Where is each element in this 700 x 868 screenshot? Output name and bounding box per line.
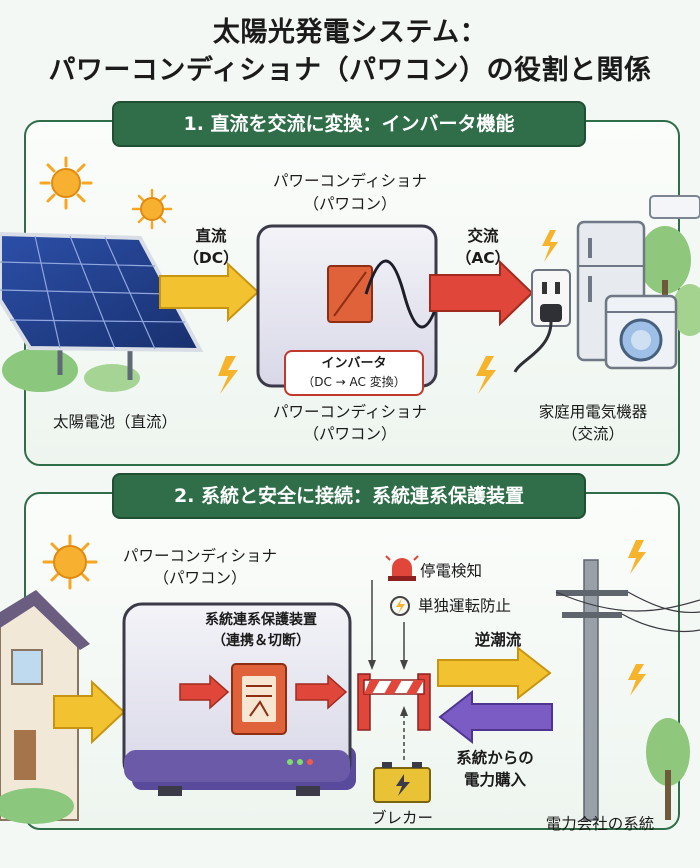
lightning-icon xyxy=(628,540,646,574)
utility-pole-icon xyxy=(555,559,700,821)
pcs2-label-1: パワーコンディショナ xyxy=(123,547,277,565)
inverter-callout-sub: （DC → AC 変換） xyxy=(302,375,406,389)
section1-heading: 1. 直流を交流に変換：インバータ機能 xyxy=(112,101,586,147)
page-title-line1: 太陽光発電システム： xyxy=(212,17,488,48)
utility-grid-label: 電力会社の系統 xyxy=(545,815,655,833)
reverse-flow-arrow xyxy=(437,645,552,701)
dc-label-2: （DC） xyxy=(183,249,239,267)
dc-label-1: 直流 xyxy=(195,227,227,245)
lightning-circle-icon xyxy=(390,596,410,616)
dc-arrow xyxy=(159,261,260,323)
house-icon xyxy=(0,590,90,821)
ac-label-2: （AC） xyxy=(455,249,511,267)
page-title-line2: パワーコンディショナ（パワコン）の役割と関係 xyxy=(48,55,652,86)
internal-arrow xyxy=(295,674,348,710)
sun-icon xyxy=(39,156,93,210)
lightning-icon xyxy=(628,664,646,696)
purchase-arrow xyxy=(438,689,553,745)
section2-heading: 2. 系統と安全に接続：系統連系保護装置 xyxy=(112,473,586,519)
breaker-label: ブレカー xyxy=(370,809,433,827)
sun-icon xyxy=(42,534,98,590)
protect-label-2: （連携＆切断） xyxy=(212,633,310,649)
ac-arrow xyxy=(429,259,534,327)
purchase-label-2: 電力購入 xyxy=(463,771,526,789)
pcs2-label-2: （パワコン） xyxy=(153,569,247,587)
pcs-top-label-1: パワーコンディショナ xyxy=(273,172,427,190)
washing-machine-icon xyxy=(604,294,678,370)
protect-label-1: 系統連系保護装置 xyxy=(205,612,317,628)
sun-icon xyxy=(131,188,173,230)
reverse-flow-label: 逆潮流 xyxy=(474,631,522,649)
inverter-callout: インバータ （DC → AC 変換） xyxy=(284,350,424,396)
purchase-label-1: 系統からの xyxy=(456,749,534,767)
appliance-label-2: （交流） xyxy=(561,425,624,443)
pcs-top-label-2: （パワコン） xyxy=(303,195,397,213)
pv-input-arrow xyxy=(53,679,126,745)
islanding-label: 単独運転防止 xyxy=(418,597,512,615)
solar-caption: 太陽電池（直流） xyxy=(52,413,177,431)
battery-icon xyxy=(373,762,431,803)
lightning-icon xyxy=(218,356,238,394)
lightning-icon xyxy=(542,230,558,262)
appliance-label-1: 家庭用電気機器 xyxy=(538,403,648,421)
pcs-bottom-label-1: パワーコンディショナ xyxy=(273,403,427,421)
lightning-icon xyxy=(476,356,496,394)
outage-detect-label: 停電検知 xyxy=(420,562,483,580)
alarm-light-icon xyxy=(385,555,419,581)
barrier-icon xyxy=(357,673,431,731)
pcs-bottom-label-2: （パワコン） xyxy=(303,425,397,443)
ac-label-1: 交流 xyxy=(467,227,499,245)
outlet-icon xyxy=(513,269,571,373)
internal-arrow xyxy=(179,674,230,710)
solar-panel-icon xyxy=(0,231,204,380)
inverter-callout-title: インバータ xyxy=(321,356,387,371)
protection-device-icon xyxy=(231,663,287,735)
